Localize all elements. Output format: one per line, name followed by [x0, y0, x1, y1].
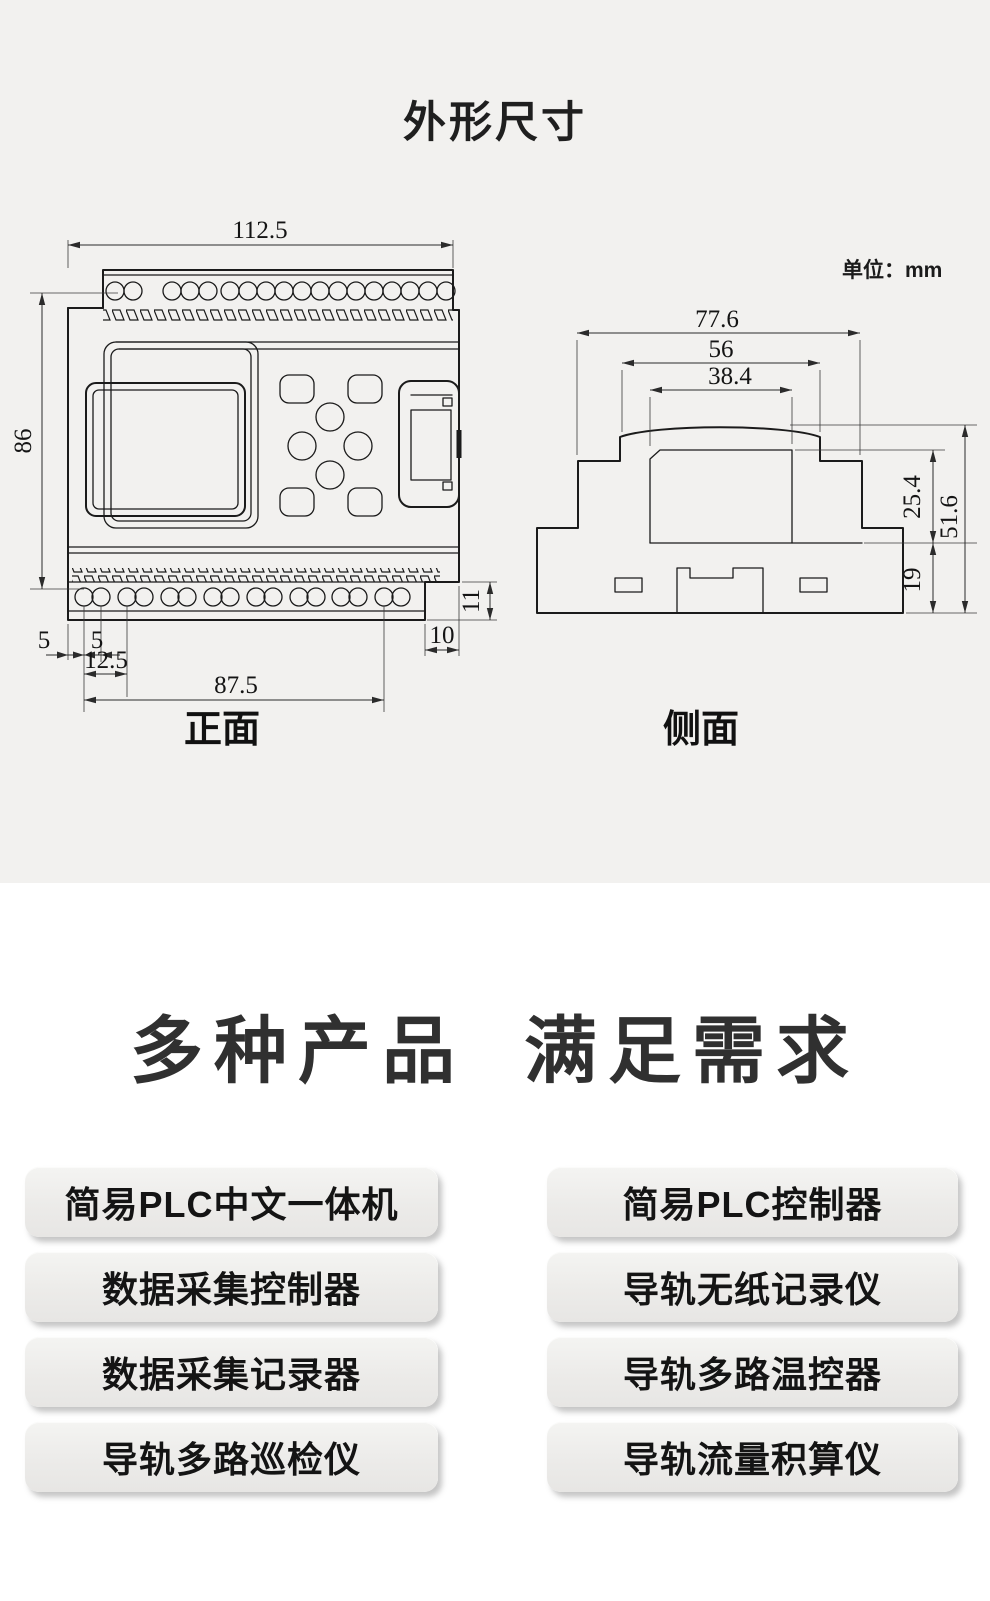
- products-heading-left: 多种产品: [130, 1011, 466, 1092]
- product-button-rail-multichannel-inspection[interactable]: 导轨多路巡检仪: [25, 1422, 438, 1492]
- products-heading-right: 满足需求: [524, 1011, 860, 1092]
- dim-front-overall-height: 86: [10, 429, 37, 454]
- front-view-label: 正面: [183, 709, 261, 751]
- product-button-rail-multichannel-thermostat[interactable]: 导轨多路温控器: [547, 1337, 958, 1407]
- front-bottom-terminals: [74, 587, 411, 607]
- unit-note: 单位：mm: [842, 259, 943, 282]
- products-section: 多种产品 满足需求 简易PLC中文一体机 数据采集控制器 数据采集记录器 导轨多…: [0, 883, 990, 1601]
- front-connector: [398, 380, 462, 508]
- product-button-data-acquisition-recorder[interactable]: 数据采集记录器: [25, 1337, 438, 1407]
- dim-side-top-width: 38.4: [708, 363, 752, 390]
- dim-front-left-margin: 5: [38, 627, 51, 654]
- dim-side-upper-height: 25.4: [899, 475, 926, 519]
- dimensions-section: 外形尺寸 单位：mm: [0, 0, 990, 883]
- dim-front-overall-width: 112.5: [232, 217, 287, 244]
- dim-side-lower-height: 19: [899, 568, 926, 593]
- side-view-drawing: 77.6 56 38.4 25.4 19 51.6: [536, 306, 977, 614]
- dim-side-total-height: 51.6: [936, 495, 963, 539]
- front-view-drawing: 112.5 86 5 5 12.5 87.5: [10, 217, 497, 712]
- technical-drawing: 112.5 86 5 5 12.5 87.5: [10, 217, 977, 712]
- dim-front-pin-pitch: 12.5: [84, 647, 128, 674]
- side-view-label: 侧面: [662, 709, 740, 751]
- front-upper-serration: [103, 308, 453, 322]
- dim-front-notch-width: 10: [430, 622, 455, 649]
- dim-front-pin-half-pitch: 5: [91, 627, 104, 654]
- product-column-left: 简易PLC中文一体机 数据采集控制器 数据采集记录器 导轨多路巡检仪: [25, 1167, 438, 1492]
- product-button-plc-chinese-all-in-one[interactable]: 简易PLC中文一体机: [25, 1167, 438, 1237]
- products-heading: 多种产品 满足需求: [0, 992, 990, 1098]
- section-title: 外形尺寸: [403, 99, 587, 147]
- product-button-plc-controller[interactable]: 简易PLC控制器: [547, 1167, 958, 1237]
- product-column-right: 简易PLC控制器 导轨无纸记录仪 导轨多路温控器 导轨流量积算仪: [547, 1167, 958, 1492]
- product-button-rail-paperless-recorder[interactable]: 导轨无纸记录仪: [547, 1252, 958, 1322]
- front-keypad: [279, 374, 383, 517]
- front-lcd-window: [85, 382, 246, 517]
- dim-front-notch-height: 11: [458, 589, 485, 613]
- front-lower-serration: [72, 568, 440, 582]
- dim-side-mid-width: 56: [709, 336, 734, 363]
- dim-front-pin-span: 87.5: [214, 672, 258, 699]
- dim-side-overall-width: 77.6: [695, 306, 739, 333]
- front-top-terminals: [105, 281, 456, 301]
- product-button-data-acquisition-controller[interactable]: 数据采集控制器: [25, 1252, 438, 1322]
- product-button-rail-flow-totalizer[interactable]: 导轨流量积算仪: [547, 1422, 958, 1492]
